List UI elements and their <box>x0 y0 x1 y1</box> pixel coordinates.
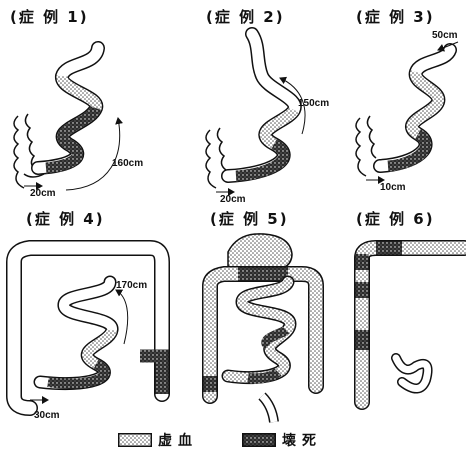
case-2-diagram: 20cm 150cm <box>190 26 340 206</box>
case-4-length-label: 170cm <box>116 280 147 291</box>
ischemia-swatch <box>118 433 152 447</box>
case-4-diagram: 30cm 170cm <box>0 226 175 431</box>
legend: 虚血 壊死 <box>118 431 366 449</box>
legend-item-ischemia: 虚血 <box>118 430 198 450</box>
case-1-length-label: 160cm <box>112 158 143 169</box>
case-2-distal-label: 20cm <box>220 194 246 205</box>
legend-label-ischemia: 虚血 <box>158 430 198 450</box>
case-1-title: (症 例 1) <box>10 6 89 27</box>
case-6-diagram <box>346 226 466 431</box>
case-4-distal-label: 30cm <box>34 410 60 421</box>
case-3-distal-label: 10cm <box>380 182 406 193</box>
case-1-diagram: 20cm 160cm <box>0 26 150 206</box>
legend-item-necrosis: 壊死 <box>242 430 322 450</box>
case-5-diagram <box>198 226 333 431</box>
case-3-title: (症 例 3) <box>356 6 435 27</box>
case-2-title: (症 例 2) <box>206 6 285 27</box>
necrosis-swatch <box>242 433 276 447</box>
case-3-length-label: 50cm <box>432 30 458 41</box>
case-2-length-label: 150cm <box>298 98 329 109</box>
case-1-distal-label: 20cm <box>30 188 56 199</box>
legend-label-necrosis: 壊死 <box>282 430 322 450</box>
case-3-diagram: 10cm 50cm <box>346 26 466 206</box>
